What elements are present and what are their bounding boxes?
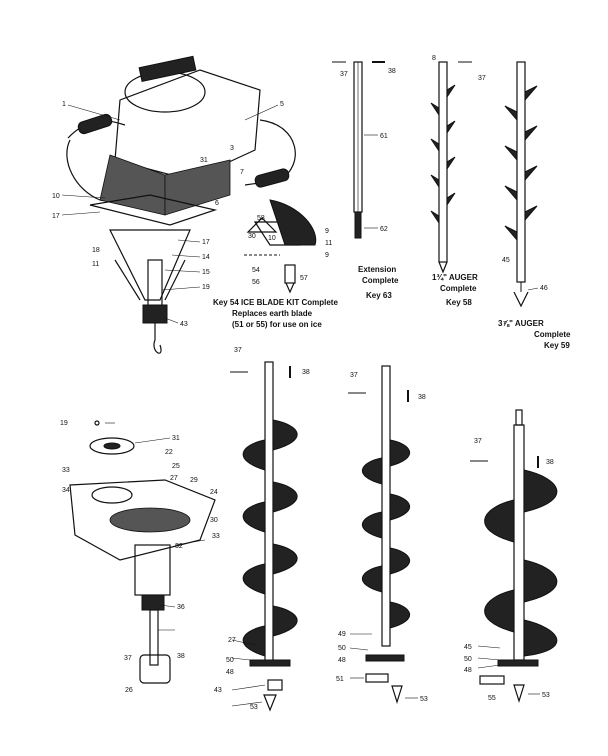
callout-large-right-37: 37 <box>474 438 482 445</box>
callout-gear-27: 27 <box>170 475 178 482</box>
callout-large-mid-48: 48 <box>338 657 346 664</box>
auger-large-right: 37 38 45 50 48 55 53 <box>464 409 558 704</box>
callout-large-right-38: 38 <box>546 459 554 466</box>
extension-rod: 37 38 61 62 Extension Complete Key 63 <box>332 61 399 300</box>
callout-auger-small-37: 37 <box>478 75 486 82</box>
callout-gear-38: 38 <box>177 653 185 660</box>
callout-large-left-38: 38 <box>302 369 310 376</box>
callout-large-mid-53: 53 <box>420 696 428 703</box>
ice-blade-caption-2: Replaces earth blade <box>232 309 313 318</box>
callout-large-mid-51: 51 <box>336 676 344 683</box>
callout-ext-37: 37 <box>340 71 348 78</box>
engine-powerhead: 1 5 7 10 17 17 18 19 6 14 15 11 43 31 3 <box>52 55 296 354</box>
callout-blade-56: 56 <box>252 279 260 286</box>
callout-large-right-45: 45 <box>464 644 472 651</box>
callout-gear-25: 25 <box>172 463 180 470</box>
auger-small: 8 37 1¾" AUGER Complete Key 58 <box>430 55 486 307</box>
callout-gear-32: 32 <box>175 543 183 550</box>
callout-engine-18: 18 <box>92 247 100 254</box>
callout-gear-30: 30 <box>210 517 218 524</box>
callout-large-left-43: 43 <box>214 687 222 694</box>
ice-blade-kit: 58 30 10 9 11 9 54 56 57 Key 54 ICE BLAD… <box>213 199 338 329</box>
extension-caption-2: Complete <box>362 276 399 285</box>
callout-large-mid-38: 38 <box>418 394 426 401</box>
callout-engine-10: 10 <box>52 193 60 200</box>
callout-gear-34: 34 <box>62 487 70 494</box>
callout-gear-22: 22 <box>165 449 173 456</box>
callout-large-left-53: 53 <box>250 704 258 711</box>
callout-blade-9a: 9 <box>325 228 329 235</box>
auger-large-middle: 37 38 49 50 48 51 53 <box>336 365 428 705</box>
callout-auger-medium-45: 45 <box>502 257 510 264</box>
auger-medium: 45 46 3⅞" AUGER Complete Key 59 <box>498 61 571 350</box>
callout-engine-14: 14 <box>202 254 210 261</box>
callout-auger-small-8: 8 <box>432 55 436 62</box>
callout-ext-38: 38 <box>388 68 396 75</box>
callout-gear-36: 36 <box>177 604 185 611</box>
callout-engine-17a: 17 <box>52 213 60 220</box>
gearbox-assembly: 19 31 22 25 33 27 34 29 24 30 32 36 26 3… <box>60 420 220 694</box>
extension-caption-1: Extension <box>358 265 396 274</box>
callout-engine-7: 7 <box>240 169 244 176</box>
ice-blade-caption-3: (51 or 55) for use on ice <box>232 320 322 329</box>
callout-engine-43: 43 <box>180 321 188 328</box>
callout-engine-1: 1 <box>62 101 66 108</box>
callout-large-mid-50: 50 <box>338 645 346 652</box>
callout-engine-6: 6 <box>215 200 219 207</box>
callout-gear-31: 31 <box>172 435 180 442</box>
auger-small-caption-1: 1¾" AUGER <box>432 273 478 282</box>
callout-large-mid-37: 37 <box>350 372 358 379</box>
callout-gear-33b: 33 <box>212 533 220 540</box>
callout-gear-29: 29 <box>190 477 198 484</box>
callout-blade-10: 10 <box>268 235 276 242</box>
callout-blade-11: 11 <box>325 240 332 247</box>
callout-blade-30: 30 <box>248 233 256 240</box>
callout-large-left-27: 27 <box>228 637 236 644</box>
callout-large-right-55: 55 <box>488 695 496 702</box>
auger-small-caption-3: Key 58 <box>446 298 472 307</box>
callout-large-right-50: 50 <box>464 656 472 663</box>
callout-large-right-53: 53 <box>542 692 550 699</box>
callout-large-left-48: 48 <box>226 669 234 676</box>
callout-engine-19: 19 <box>202 284 210 291</box>
callout-blade-54: 54 <box>252 267 260 274</box>
callout-large-right-48: 48 <box>464 667 472 674</box>
callout-auger-medium-46: 46 <box>540 285 548 292</box>
callout-engine-11: 11 <box>92 261 99 268</box>
callout-gear-33: 33 <box>62 467 70 474</box>
auger-large-left: 37 38 27 50 48 43 53 <box>214 347 310 712</box>
callout-gear-19: 19 <box>60 420 68 427</box>
auger-medium-caption-2: Complete <box>534 330 571 339</box>
callout-blade-57: 57 <box>300 275 308 282</box>
callout-large-left-50: 50 <box>226 657 234 664</box>
callout-ext-62: 62 <box>380 226 388 233</box>
callout-large-left-37: 37 <box>234 347 242 354</box>
callout-ext-61: 61 <box>380 133 388 140</box>
callout-gear-26: 26 <box>125 687 133 694</box>
auger-medium-caption-1: 3⅞" AUGER <box>498 319 544 328</box>
extension-caption-3: Key 63 <box>366 291 392 300</box>
auger-medium-caption-3: Key 59 <box>544 341 570 350</box>
callout-blade-58: 58 <box>257 215 265 222</box>
callout-engine-5: 5 <box>280 101 284 108</box>
callout-gear-24: 24 <box>210 489 218 496</box>
callout-engine-17b: 17 <box>202 239 210 246</box>
callout-engine-15: 15 <box>202 269 210 276</box>
auger-small-caption-2: Complete <box>440 284 477 293</box>
callout-engine-31: 31 <box>200 157 208 164</box>
callout-blade-9b: 9 <box>325 252 329 259</box>
ice-blade-caption-1: Key 54 ICE BLADE KIT Complete <box>213 298 338 307</box>
callout-engine-3: 3 <box>230 145 234 152</box>
callout-large-mid-49: 49 <box>338 631 346 638</box>
callout-gear-37: 37 <box>124 655 132 662</box>
